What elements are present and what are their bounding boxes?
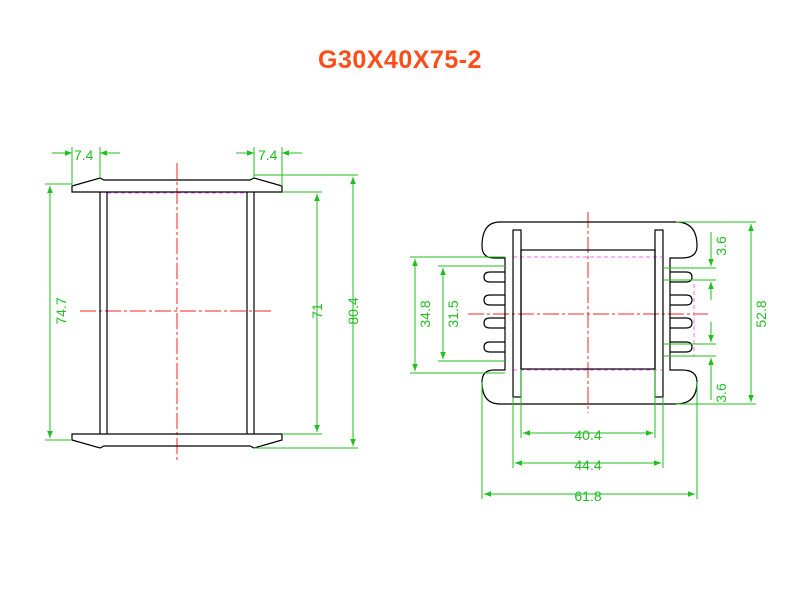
dim-flange-right: 7.4 (258, 147, 278, 163)
dim-overall-height-side: 80.4 (345, 297, 361, 324)
dim-inner-height-left: 31.5 (445, 300, 461, 327)
dim-slot-bottom: 3.6 (713, 383, 729, 403)
side-view: 7.4 7.4 74.7 71 80.4 (45, 147, 361, 462)
side-centerlines (80, 163, 273, 462)
side-dimension-labels: 7.4 7.4 74.7 71 80.4 (53, 147, 361, 325)
dim-window-height: 71 (309, 303, 325, 319)
dim-core-width: 44.4 (574, 457, 601, 473)
dim-inner-height: 74.7 (53, 297, 69, 324)
front-view: 34.8 31.5 3.6 3.6 52.8 40.4 44.4 61.8 (410, 212, 769, 504)
side-dimension-lines (45, 147, 358, 449)
front-centerlines (468, 212, 708, 413)
front-dimension-labels: 34.8 31.5 3.6 3.6 52.8 40.4 44.4 61.8 (417, 236, 769, 504)
drawing-title: G30X40X75-2 (318, 46, 482, 74)
dim-flange-left: 7.4 (74, 147, 94, 163)
dim-slot-top: 3.6 (713, 236, 729, 256)
dim-overall-height-front: 52.8 (753, 300, 769, 327)
dim-inner-width: 40.4 (574, 427, 601, 443)
front-dimension-lines (410, 221, 756, 499)
front-outline (481, 221, 698, 405)
dim-overall-width: 61.8 (574, 488, 601, 504)
dim-outer-height-left: 34.8 (417, 300, 433, 327)
front-hidden-lines (513, 256, 695, 371)
